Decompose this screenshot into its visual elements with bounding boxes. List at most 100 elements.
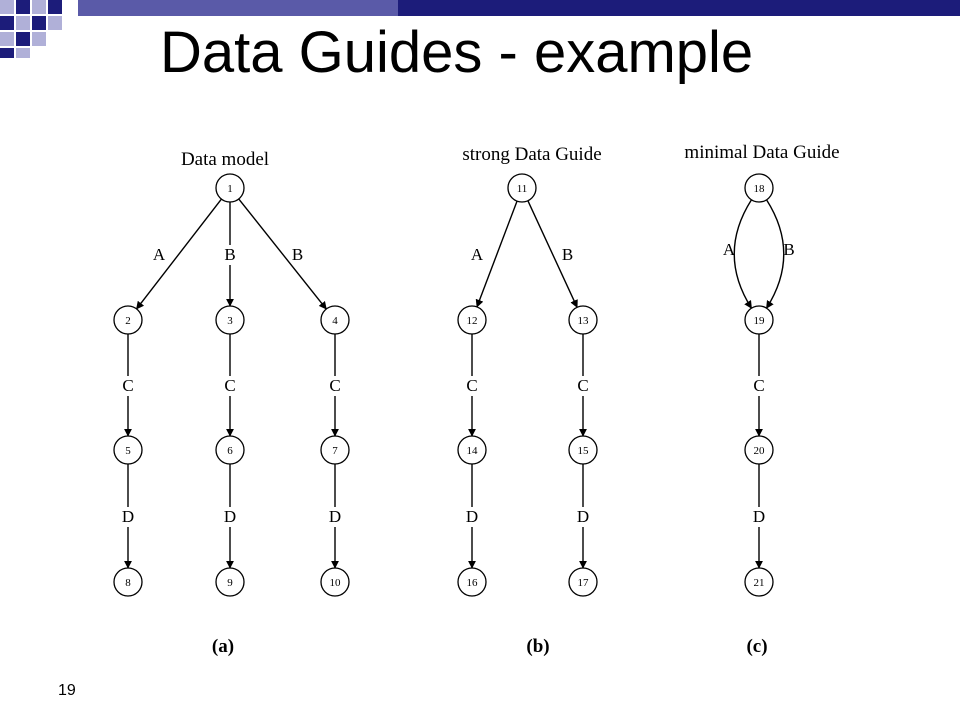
node-label-16: 16 [467, 577, 479, 589]
header-decoration [0, 0, 960, 58]
edge-label-B: B [562, 245, 573, 264]
edge-label-backing [750, 507, 768, 527]
node-label-7: 7 [332, 445, 338, 457]
deco-square [0, 16, 14, 30]
node-label-8: 8 [125, 577, 131, 589]
edge-1-4 [238, 198, 327, 310]
edge-label-backing [326, 376, 344, 396]
edge-label-backing [119, 376, 137, 396]
edge-11-12 [475, 200, 518, 308]
deco-square [32, 0, 46, 14]
node-5 [113, 435, 143, 465]
edge-label-backing [326, 507, 344, 527]
node-13 [568, 305, 598, 335]
edge-label-B: B [224, 245, 235, 264]
node-label-4: 4 [332, 315, 338, 327]
node-17 [568, 567, 598, 597]
node-label-3: 3 [227, 315, 233, 327]
node-8 [113, 567, 143, 597]
edge-label-backing [221, 507, 239, 527]
slide-title: Data Guides - example [160, 20, 754, 85]
edge-label-C: C [329, 376, 340, 395]
edge-label-D: D [224, 507, 236, 526]
node-label-15: 15 [578, 445, 590, 457]
node-9 [215, 567, 245, 597]
node-label-14: 14 [467, 445, 479, 457]
deco-square [16, 32, 30, 46]
edge-label-C: C [753, 376, 764, 395]
edge-18-19-A [733, 199, 753, 309]
edge-label-backing [463, 507, 481, 527]
edge-18-19-B [765, 199, 785, 309]
deco-square [32, 16, 46, 30]
node-4 [320, 305, 350, 335]
node-11 [507, 173, 537, 203]
node-7 [320, 435, 350, 465]
deco-square [16, 0, 30, 14]
page-number: 19 [58, 682, 76, 699]
edge-label-D: D [577, 507, 589, 526]
edge-label-B: B [292, 245, 303, 264]
node-label-12: 12 [467, 315, 478, 327]
node-label-1: 1 [227, 183, 233, 195]
node-6 [215, 435, 245, 465]
edge-label-backing [750, 376, 768, 396]
edge-label-A: A [153, 245, 166, 264]
node-10 [320, 567, 350, 597]
edge-11-13 [527, 200, 578, 309]
node-label-5: 5 [125, 445, 131, 457]
panel-heading-c: minimal Data Guide [684, 142, 839, 163]
deco-square [48, 0, 62, 14]
edge-label-D: D [466, 507, 478, 526]
edge-label-D: D [329, 507, 341, 526]
edge-label-backing [574, 507, 592, 527]
node-label-6: 6 [227, 445, 233, 457]
node-15 [568, 435, 598, 465]
edge-label-backing [463, 376, 481, 396]
edge-label-backing [221, 376, 239, 396]
deco-square [0, 32, 14, 46]
node-label-11: 11 [517, 183, 528, 195]
edge-label-backing [119, 507, 137, 527]
node-19 [744, 305, 774, 335]
node-label-10: 10 [330, 577, 342, 589]
panel-caption-a: (a) [212, 636, 234, 657]
edge-label-A: A [723, 240, 736, 259]
header-bar-fade [78, 0, 398, 16]
node-label-17: 17 [578, 577, 590, 589]
edge-label-D: D [122, 507, 134, 526]
deco-square [48, 16, 62, 30]
node-21 [744, 567, 774, 597]
node-12 [457, 305, 487, 335]
deco-square [32, 32, 46, 46]
node-1 [215, 173, 245, 203]
deco-square [0, 48, 14, 58]
edge-label-B: B [783, 240, 794, 259]
panel-heading-b: strong Data Guide [462, 144, 601, 165]
edge-label-C: C [577, 376, 588, 395]
node-label-21: 21 [754, 577, 765, 589]
edge-label-C: C [466, 376, 477, 395]
node-2 [113, 305, 143, 335]
node-20 [744, 435, 774, 465]
node-label-9: 9 [227, 577, 233, 589]
panel-heading-a: Data model [181, 149, 269, 170]
panel-caption-b: (b) [526, 636, 549, 657]
deco-square [16, 48, 30, 58]
node-label-2: 2 [125, 315, 131, 327]
edge-label-C: C [122, 376, 133, 395]
node-3 [215, 305, 245, 335]
edge-1-2 [136, 198, 222, 310]
deco-square [16, 16, 30, 30]
node-label-18: 18 [754, 183, 766, 195]
node-16 [457, 567, 487, 597]
edge-label-backing [574, 376, 592, 396]
node-18 [744, 173, 774, 203]
node-14 [457, 435, 487, 465]
panel-caption-c: (c) [746, 636, 767, 657]
edge-label-A: A [471, 245, 484, 264]
edge-label-D: D [753, 507, 765, 526]
edge-label-backing [221, 245, 239, 265]
edge-label-C: C [224, 376, 235, 395]
